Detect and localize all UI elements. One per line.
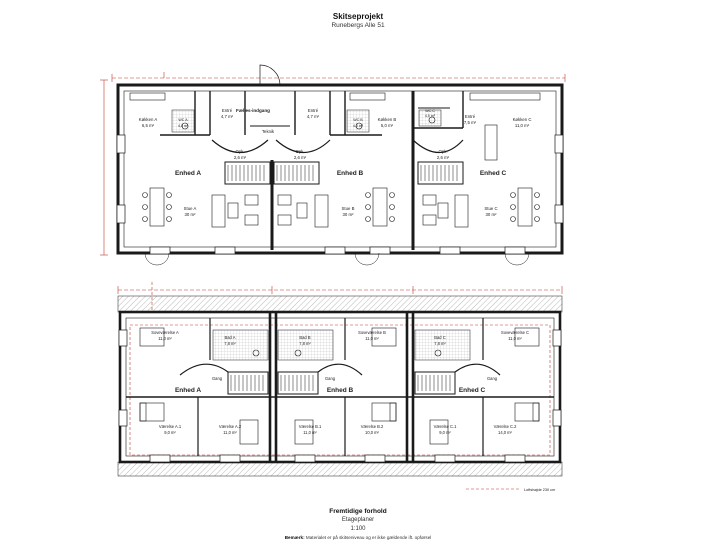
- room-a2-area: 11,0 m²: [223, 430, 237, 435]
- bath-b-area: 7,8 m²: [299, 341, 311, 346]
- ground-garden-doors: [144, 252, 530, 266]
- ceiling-height-legend: Loftshøjde 230 cm: [524, 488, 555, 492]
- stair-a-area: 2,6 m²: [234, 155, 247, 160]
- wc-b-area: 4,0 m²: [353, 124, 364, 128]
- unit-a-name: Enhed A: [175, 170, 201, 177]
- wc-c-area: 4,0 m²: [425, 114, 436, 118]
- hall-b-label: Gang: [325, 376, 336, 381]
- ground-furniture: [129, 92, 541, 228]
- upper-furniture: [139, 327, 540, 445]
- stair-c-area: 2,6 m²: [437, 155, 450, 160]
- drawing-title: Skitseprojekt: [332, 12, 384, 21]
- living-b-area: 30 m²: [343, 212, 355, 217]
- bedroom-c-area: 11,0 m²: [508, 336, 522, 341]
- upper-unit-b-name: Enhed B: [327, 387, 354, 394]
- living-a-area: 30 m²: [185, 212, 197, 217]
- kitchen-c-label: Køkken C: [513, 117, 532, 122]
- ground-room-labels: Fælles-indgang Teknik Enhed A Køkken A 6…: [139, 108, 532, 217]
- hall-c-label: Gang: [487, 376, 498, 381]
- stair-b-area: 2,6 m²: [294, 155, 307, 160]
- kitchen-a-label: Køkken A: [139, 117, 158, 122]
- room-a1-area: 9,0 m²: [164, 430, 176, 435]
- entry-b-label: Entré: [308, 108, 319, 113]
- room-b1-label: Værelse B.1: [299, 424, 322, 429]
- bedroom-b-label: Soveværelse B: [358, 330, 386, 335]
- bath-a-area: 7,8 m²: [224, 341, 236, 346]
- room-b1-area: 11,0 m²: [303, 430, 317, 435]
- room-c1-area: 9,0 m²: [439, 430, 451, 435]
- hall-a-label: Gang: [212, 376, 223, 381]
- room-c2-label: Værelse C.2: [494, 424, 517, 429]
- bath-a-label: Bad A: [225, 335, 236, 340]
- entry-c-area: 7,5 m²: [464, 120, 477, 125]
- room-c2-area: 14,0 m²: [498, 430, 513, 435]
- upper-room-labels: Enhed A Soveværelse A 11,0 m² Bad A 7,8 …: [151, 330, 555, 492]
- technical-room-label: Teknik: [262, 129, 275, 134]
- drawing-address: Runebergs Alle 51: [331, 22, 385, 29]
- living-a-label: Stue A: [184, 206, 197, 211]
- ground-stairs: [227, 165, 458, 181]
- disclaimer-note: Bemærk: Materialet er på skitseniveau og…: [0, 535, 716, 540]
- ground-hall-arcs: [211, 139, 464, 154]
- room-a1-label: Værelse A.1: [159, 424, 182, 429]
- entry-b-area: 4,7 m²: [307, 114, 320, 119]
- room-b2-area: 10,0 m²: [365, 430, 380, 435]
- stair-b-label: Opk.: [295, 149, 304, 154]
- room-a2-label: Værelse A.2: [219, 424, 242, 429]
- ground-floor-plan: Fælles-indgang Teknik Enhed A Køkken A 6…: [100, 64, 566, 266]
- disclaimer-label: Bemærk:: [284, 535, 305, 540]
- bedroom-c-label: Soveværelse C: [501, 330, 529, 335]
- upper-floor-plan: Enhed A Soveværelse A 11,0 m² Bad A 7,8 …: [117, 282, 563, 492]
- bath-b-label: Bad B: [299, 335, 310, 340]
- upper-stairs: [230, 375, 451, 391]
- ground-wet-rooms: [171, 109, 442, 133]
- plan-type-label: Etageplaner: [341, 517, 375, 523]
- bath-c-label: Bad C: [434, 335, 445, 340]
- upper-windows: [118, 329, 562, 463]
- kitchen-c-area: 11,0 m²: [515, 123, 530, 128]
- ground-dimension-lines: [100, 72, 566, 256]
- wc-c-label: WC C: [425, 109, 435, 113]
- room-c1-label: Værelse C.1: [434, 424, 457, 429]
- bedroom-a-label: Soveværelse A: [151, 330, 179, 335]
- disclaimer-text: Materialet er på skitseniveau og er ikke…: [305, 535, 432, 540]
- stair-a-label: Opk.: [235, 149, 244, 154]
- upper-hall-arcs: [179, 363, 501, 376]
- bedroom-b-area: 11,0 m²: [365, 336, 379, 341]
- kitchen-b-area: 5,0 m²: [381, 123, 394, 128]
- plan-scale: 1:100: [350, 526, 366, 532]
- kitchen-b-label: Køkken B: [378, 117, 397, 122]
- upper-unit-a-name: Enhed A: [175, 387, 201, 394]
- entry-a-area: 4,7 m²: [221, 114, 234, 119]
- entry-c-label: Entré: [465, 114, 476, 119]
- unit-c-name: Enhed C: [480, 170, 507, 177]
- main-entrance-door: [259, 64, 281, 86]
- entrance-label: Fælles-indgang: [236, 108, 270, 113]
- upper-dimension-lines: [117, 282, 563, 490]
- wc-a-area: 4,0 m²: [178, 124, 189, 128]
- stair-c-label: Opk.: [438, 149, 447, 154]
- upper-unit-c-name: Enhed C: [459, 387, 486, 394]
- roof-eave-north: [117, 295, 563, 313]
- bedroom-a-area: 11,0 m²: [158, 336, 172, 341]
- living-c-area: 30 m²: [486, 212, 498, 217]
- wc-a-label: WC A: [178, 118, 188, 122]
- roof-eave-south: [117, 461, 563, 477]
- kitchen-a-area: 6,5 m²: [142, 123, 155, 128]
- entry-a-label: Entré: [222, 108, 233, 113]
- plan-status-title: Fremtidige forhold: [329, 508, 387, 515]
- upper-wet-rooms: [212, 329, 471, 361]
- ground-windows: [116, 134, 564, 255]
- ground-walls: [116, 83, 564, 255]
- upper-walls: [118, 310, 562, 464]
- living-c-label: Stue C: [484, 206, 497, 211]
- living-b-label: Stue B: [342, 206, 355, 211]
- room-b2-label: Værelse B.2: [361, 424, 384, 429]
- bath-c-area: 7,8 m²: [434, 341, 446, 346]
- unit-b-name: Enhed B: [337, 170, 364, 177]
- wc-b-label: WC B: [353, 118, 363, 122]
